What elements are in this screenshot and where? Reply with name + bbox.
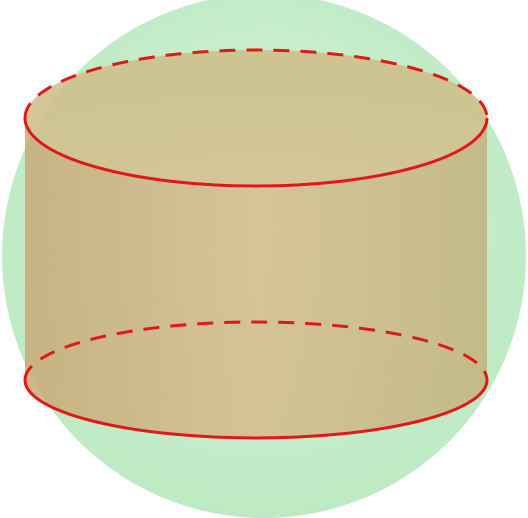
cylinder-top-face	[25, 50, 487, 186]
top-back-dashed-edge	[23, 48, 489, 119]
cylinder-body	[25, 118, 487, 438]
bottom-back-dashed-edge	[23, 320, 489, 381]
bottom-front-solid-edge	[23, 379, 489, 440]
top-front-solid-edge	[23, 117, 489, 188]
